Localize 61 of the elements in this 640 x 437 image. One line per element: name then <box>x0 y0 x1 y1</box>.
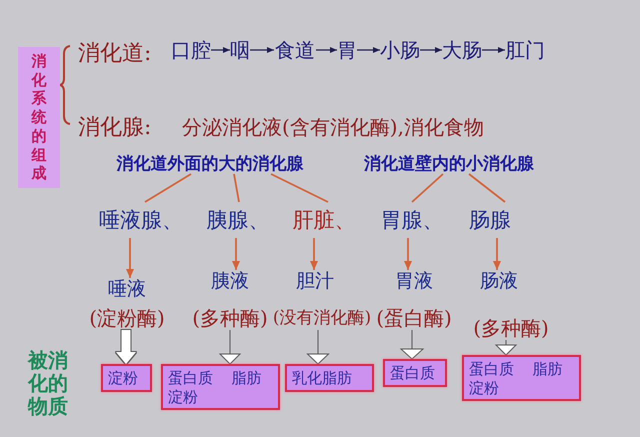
substance-text: 蛋白质 脂肪淀粉 <box>469 360 564 398</box>
substance-box <box>101 364 152 392</box>
substance-text: 蛋白质 脂肪淀粉 <box>168 369 262 407</box>
category-label: 消化道: <box>78 41 152 66</box>
arrow <box>493 238 501 270</box>
gland-label: 肠腺 <box>465 202 515 238</box>
juice-label: 胆汁 <box>296 270 334 292</box>
organ-label: 小肠 <box>380 38 420 62</box>
substance-text: 乳化脂肪 <box>292 369 353 388</box>
arrow <box>232 238 240 270</box>
arrow <box>404 238 412 270</box>
block-arrow <box>116 330 136 364</box>
enzyme-label: (没有消化酶) <box>272 307 372 330</box>
connector-line <box>270 173 328 203</box>
connector-line <box>411 173 444 203</box>
description-text: 分泌消化液(含有消化酶),消化食物 <box>182 116 484 139</box>
organ-label: 胃 <box>337 38 357 62</box>
enzyme-label: (多种酶) <box>473 316 549 340</box>
substance-box <box>462 355 581 401</box>
juice-label: 胰液 <box>211 270 249 292</box>
enzyme-label: (蛋白酶) <box>376 306 452 330</box>
substance-text: 蛋白质 <box>390 364 436 383</box>
organ-label: 肛门 <box>505 38 545 62</box>
gland-label: 胃腺、 <box>379 202 445 238</box>
arrow <box>126 238 134 278</box>
juice-label: 胃液 <box>395 270 433 292</box>
gland-label: 肝脏、 <box>291 202 357 238</box>
connector-line <box>468 173 506 203</box>
juice-label: 肠液 <box>480 270 518 292</box>
connector-line <box>233 174 240 202</box>
gland-label: 胰腺、 <box>205 202 271 238</box>
gland-group-heading: 消化道壁内的小消化腺 <box>358 154 540 174</box>
arrow <box>316 47 337 53</box>
hollow-arrow <box>220 330 240 364</box>
hollow-arrow <box>496 340 516 356</box>
arrow <box>211 47 230 53</box>
vertical-heading: 消化系统的组成 <box>32 52 46 184</box>
hollow-arrow <box>307 330 329 364</box>
arrow <box>250 47 274 53</box>
organ-label: 大肠 <box>442 38 482 62</box>
substance-box <box>285 364 374 392</box>
organ-label: 食道 <box>274 38 316 62</box>
hollow-arrow <box>400 330 424 360</box>
arrow <box>482 47 505 53</box>
substance-box <box>383 359 447 387</box>
substance-text: 淀粉 <box>108 369 139 388</box>
side-heading: 被消化的物质 <box>28 349 69 418</box>
organ-label: 口腔 <box>171 38 211 62</box>
juice-label: 唾液 <box>108 278 146 300</box>
enzyme-label: (多种酶) <box>192 306 268 330</box>
arrow <box>357 47 380 53</box>
enzyme-label: (淀粉酶) <box>89 306 165 330</box>
gland-label: 唾液腺、 <box>96 202 186 238</box>
connector-line <box>144 173 192 203</box>
gland-group-heading: 消化道外面的大的消化腺 <box>110 154 310 174</box>
heading-panel <box>18 47 60 188</box>
category-label: 消化腺: <box>78 115 152 140</box>
arrow <box>420 47 442 53</box>
substance-box <box>161 364 280 410</box>
arrow <box>310 238 318 270</box>
organ-label: 咽 <box>230 38 250 62</box>
